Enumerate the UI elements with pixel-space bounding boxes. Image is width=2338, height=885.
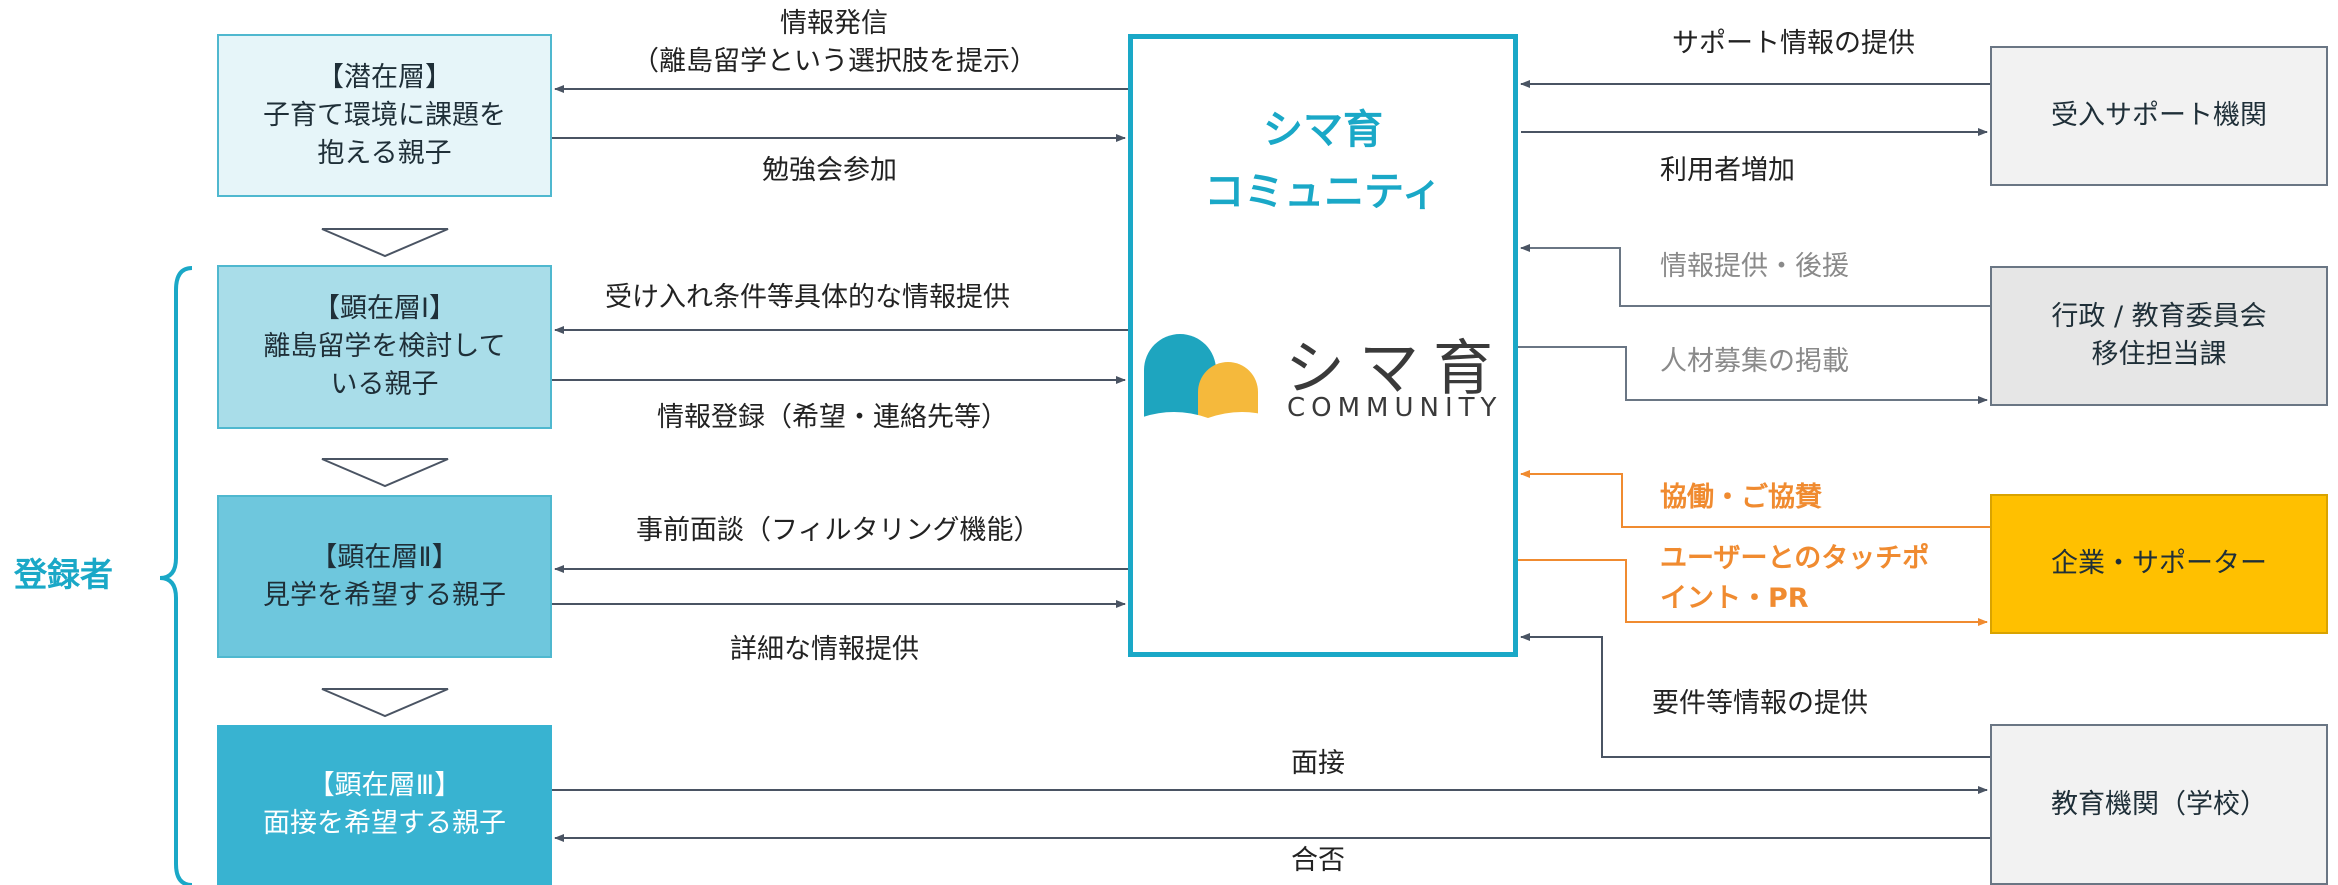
registrants-label: 登録者	[14, 555, 113, 594]
partner-box-school: 教育機関（学校）	[1990, 724, 2328, 885]
funnel-triangle-1	[321, 228, 449, 258]
label-support-info: サポート情報の提供	[1672, 28, 1915, 59]
funnel-triangle-2	[321, 458, 449, 488]
partner-box-government: 行政 / 教育委員会 移住担当課	[1990, 266, 2328, 406]
parent-box-line: 子育て環境に課題を	[263, 99, 506, 131]
funnel-triangle-3	[321, 688, 449, 718]
parent-box-line: 面接を希望する親子	[263, 808, 506, 839]
label-detail-info: 詳細な情報提供	[730, 634, 919, 665]
parent-box-line: 【顕在層Ⅲ】	[307, 770, 462, 801]
parent-box-latent: 【潜在層】 子育て環境に課題を 抱える親子	[217, 34, 552, 197]
parent-box-apparent-2: 【顕在層Ⅱ】 見学を希望する親子	[217, 495, 552, 658]
arrow-requirements	[1520, 633, 1990, 758]
community-logo-wordmark: シマ育	[1285, 334, 1507, 404]
partner-box-line: 企業・サポーター	[2051, 548, 2267, 579]
parent-box-line: 見学を希望する親子	[263, 579, 506, 611]
label-requirements: 要件等情報の提供	[1652, 688, 1868, 719]
label-registration: 情報登録（希望・連絡先等）	[657, 402, 1008, 433]
label-collab: 協働・ご協賛	[1660, 482, 1822, 513]
label-result: 合否	[1291, 845, 1345, 876]
label-interview: 面接	[1291, 748, 1345, 779]
arrow-info-support	[1520, 244, 1990, 307]
community-title-line1: シマ育	[1263, 107, 1383, 153]
label-info-send: 情報発信	[780, 8, 888, 39]
label-recruit: 人材募集の掲載	[1660, 346, 1849, 377]
partner-box-line: 教育機関（学校）	[2051, 788, 2267, 820]
community-logo-subtext: COMMUNITY	[1287, 393, 1503, 423]
arrow-touchpoint	[1518, 559, 1988, 626]
parent-box-line: 抱える親子	[317, 137, 452, 169]
parent-box-line: 離島留学を検討して	[263, 331, 506, 362]
label-study-session: 勉強会参加	[762, 155, 897, 186]
parent-box-apparent-1: 【顕在層Ⅰ】 離島留学を検討して いる親子	[217, 265, 552, 429]
label-info-support: 情報提供・後援	[1660, 251, 1849, 282]
partner-box-line: 移住担当課	[2091, 339, 2227, 370]
label-concrete-info: 受け入れ条件等具体的な情報提供	[605, 282, 1010, 313]
parent-box-line: いる親子	[330, 369, 439, 400]
parent-box-apparent-3: 【顕在層Ⅲ】 面接を希望する親子	[217, 725, 552, 885]
label-touchpoint-1: ユーザーとのタッチポ	[1660, 543, 1930, 574]
label-touchpoint-2: イント・PR	[1660, 583, 1809, 614]
label-pre-interview: 事前面談（フィルタリング機能）	[636, 515, 1041, 546]
community-logo-icon	[1140, 334, 1276, 422]
parent-box-line: 【潜在層】	[317, 61, 452, 93]
partner-box-line: 行政 / 教育委員会	[2051, 301, 2267, 332]
label-info-send-detail: （離島留学という選択肢を提示）	[632, 46, 1037, 77]
partner-box-line: 受入サポート機関	[2051, 100, 2267, 131]
partner-box-sponsors: 企業・サポーター	[1990, 494, 2328, 634]
parent-box-line: 【顕在層Ⅰ】	[313, 293, 456, 324]
parent-box-line: 【顕在層Ⅱ】	[310, 541, 459, 573]
arrow-collab	[1520, 470, 1990, 528]
community-title-line2: コミュニティ	[1204, 169, 1442, 215]
registrants-brace	[159, 266, 193, 885]
community-box: シマ育 コミュニティ	[1128, 34, 1518, 657]
arrow-recruit	[1518, 346, 1988, 404]
partner-box-support-org: 受入サポート機関	[1990, 46, 2328, 186]
label-user-increase: 利用者増加	[1660, 155, 1795, 186]
